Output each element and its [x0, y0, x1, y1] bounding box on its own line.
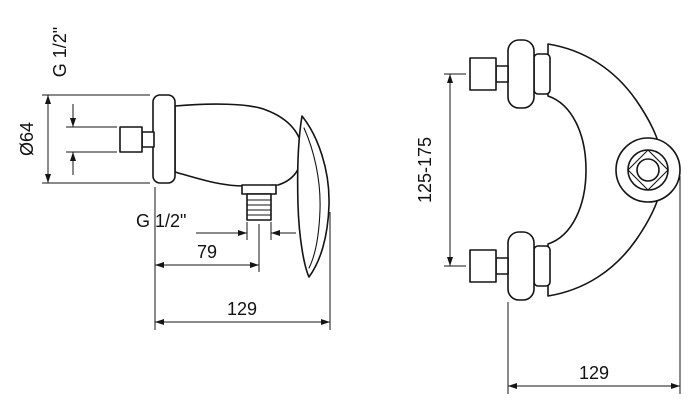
arrowhead-up [447, 74, 453, 83]
arrowhead-right [250, 262, 259, 268]
inlet-connector-nut [119, 126, 143, 153]
arrowhead-down [70, 118, 76, 127]
lever-handle-edge-line [303, 127, 321, 269]
top-inlet-stem [495, 65, 509, 83]
outlet-collar [241, 184, 277, 195]
dim-label-spout-offset: 79 [197, 242, 217, 262]
dim-label-inlet-thread: G 1/2" [50, 27, 70, 77]
mixer-body-outline [174, 103, 303, 187]
spout-facet-lines [627, 149, 669, 191]
mixer-body-outline-front [547, 43, 664, 297]
arrowhead-left [155, 319, 164, 325]
dim-inlet-thread: G 1/2" [50, 27, 117, 175]
top-wall-escutcheon [507, 39, 535, 109]
arrowhead-up [70, 152, 76, 161]
top-flange-step [533, 53, 551, 95]
top-inlet-nut [469, 57, 497, 91]
outlet-nipple [246, 193, 272, 221]
bottom-wall-escutcheon [507, 231, 535, 301]
dim-label-inlet-spacing: 125-175 [415, 137, 435, 203]
dim-spout-offset: 79 [154, 187, 260, 330]
arrowhead-down [45, 174, 51, 183]
arrowhead-up [45, 95, 51, 104]
arrowhead-left [508, 383, 517, 389]
dim-outlet-thread: G 1/2" [136, 211, 296, 240]
front-view: 125-175 129 [415, 39, 681, 394]
arrowhead-right [671, 383, 680, 389]
dim-depth-side: 129 [155, 212, 331, 330]
lever-handle [296, 115, 330, 278]
dim-depth-front: 129 [507, 176, 681, 394]
wall-escutcheon [152, 94, 176, 184]
arrowhead-left [155, 262, 164, 268]
arrowhead-down [447, 257, 453, 266]
dim-label-depth-side: 129 [227, 299, 257, 319]
dim-inlet-spacing: 125-175 [415, 73, 466, 267]
bottom-inlet-stem [495, 257, 509, 275]
dim-label-outlet-thread: G 1/2" [136, 211, 186, 231]
dim-label-depth-front: 129 [579, 363, 609, 383]
arrowhead-right [321, 319, 330, 325]
dim-flange-diameter: Ø64 [17, 94, 150, 184]
arrowhead-right [238, 230, 247, 236]
bottom-inlet-nut [469, 249, 497, 283]
bottom-flange-step [533, 245, 551, 287]
dim-label-flange-diameter: Ø64 [17, 122, 37, 156]
arrowhead-left [271, 230, 280, 236]
side-view: Ø64 G 1/2" G 1/2" [17, 27, 331, 330]
inlet-connector-neck [141, 131, 155, 148]
spout-aerator [636, 158, 660, 182]
